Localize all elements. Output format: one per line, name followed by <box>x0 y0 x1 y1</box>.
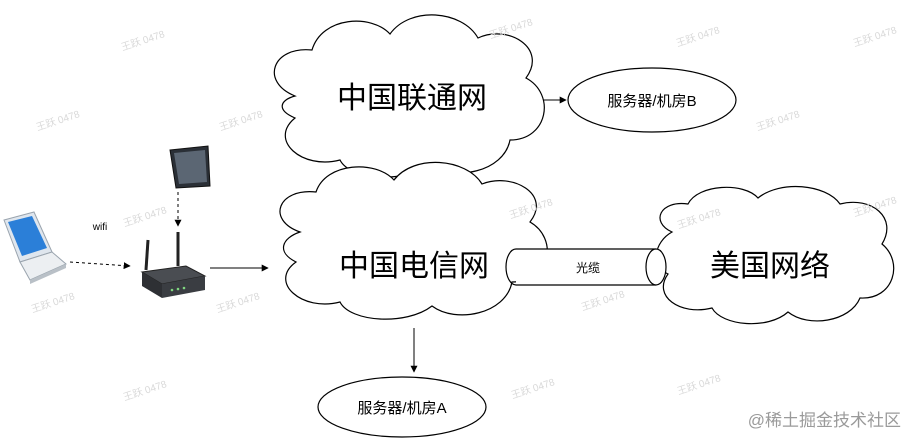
tablet-icon <box>169 145 211 189</box>
telecom-cloud <box>279 161 548 320</box>
server-b-label: 服务器/机房B <box>607 93 696 110</box>
fiber-label: 光缆 <box>576 261 600 275</box>
router-icon <box>140 232 207 298</box>
server-b-node <box>567 67 737 133</box>
wifi-label: wifi <box>92 222 107 233</box>
usa-cloud <box>655 185 895 325</box>
unicom-label: 中国联通网 <box>337 82 487 115</box>
telecom-label: 中国电信网 <box>339 250 489 283</box>
usa-label: 美国网络 <box>710 250 830 283</box>
unicom-cloud <box>273 14 545 178</box>
brand-watermark: @稀土掘金技术社区 <box>747 411 901 430</box>
fiber-cable <box>505 248 667 286</box>
server-a-node <box>317 376 487 438</box>
server-a-label: 服务器/机房A <box>357 400 446 417</box>
laptop-icon <box>3 211 67 284</box>
laptop-router-link <box>69 261 131 270</box>
